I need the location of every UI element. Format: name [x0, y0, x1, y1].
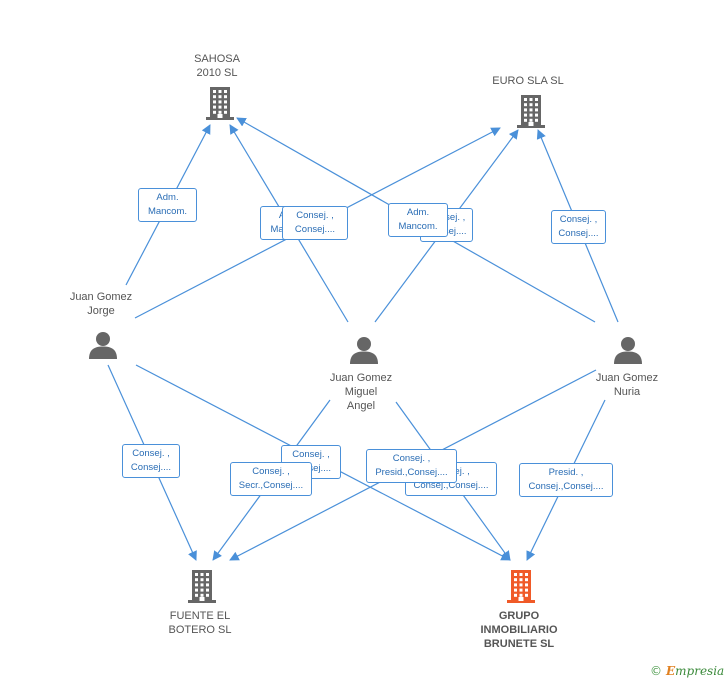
- edge-label-miguel-to-sahosa[interactable]: Consej. , Consej....: [282, 206, 348, 240]
- edge-label-line: Adm.: [156, 192, 179, 203]
- edge-label-line: Consej. ,: [392, 453, 431, 464]
- edge-label-line: Consej....: [294, 224, 336, 235]
- edge-label-line: Mancom.: [147, 206, 188, 217]
- person-icon[interactable]: [613, 336, 643, 364]
- node-label-line: Juan Gomez: [595, 372, 659, 384]
- node-label-line: INMOBILIARIO: [480, 624, 558, 636]
- edge-label-line: Consej. ,: [296, 210, 334, 221]
- edge-label-line: Secr.,Consej....: [238, 480, 304, 491]
- edge-label-miguel-to-fuente[interactable]: Consej. , Secr.,Consej....: [230, 462, 312, 496]
- node-label-line: Juan Gomez: [329, 372, 393, 384]
- edge-label-jorge-to-sahosa[interactable]: Adm. Mancom.: [138, 188, 197, 222]
- node-label-line: BRUNETE SL: [483, 638, 555, 650]
- node-label-line: Angel: [346, 400, 376, 412]
- building-icon[interactable]: [187, 569, 217, 603]
- edge-label-line: Consej. ,: [132, 448, 170, 459]
- brand-rest: mpresia: [675, 664, 725, 678]
- node-label-sahosa[interactable]: SAHOSA 2010 SL: [194, 52, 240, 80]
- brand-initial: E: [666, 664, 676, 678]
- edge-label-line: Consej. ,: [559, 214, 598, 225]
- person-icon[interactable]: [349, 336, 379, 364]
- edge-label-jorge-to-fuente[interactable]: Consej. , Consej....: [122, 444, 180, 478]
- node-label-fuente[interactable]: FUENTE EL BOTERO SL: [169, 609, 232, 637]
- node-label-line: Nuria: [613, 386, 641, 398]
- node-label-line: FUENTE EL: [169, 610, 231, 622]
- node-label-line: 2010 SL: [196, 67, 238, 79]
- node-label-line: GRUPO: [498, 610, 540, 622]
- edge-label-line: Consej. ,: [292, 449, 330, 460]
- edge-label-line: Consej.,Consej....: [528, 481, 604, 492]
- node-label-line: Jorge: [87, 305, 115, 317]
- edge-label-line: Consej. ,: [252, 466, 290, 477]
- node-label-line: SAHOSA: [194, 53, 240, 65]
- building-icon[interactable]: [205, 86, 235, 120]
- building-icon[interactable]: [506, 569, 536, 603]
- person-icon[interactable]: [88, 331, 118, 359]
- node-label-eurosla[interactable]: EURO SLA SL: [492, 74, 564, 88]
- node-label-line: EURO SLA SL: [492, 75, 564, 87]
- edge-label-line: Consej....: [130, 462, 172, 473]
- node-label-grupo[interactable]: GRUPO INMOBILIARIO BRUNETE SL: [481, 609, 558, 651]
- copyright-symbol: ©: [650, 664, 662, 678]
- edge-label-line: Presid.,Consej....: [375, 467, 448, 478]
- edge-label-line: Presid. ,: [548, 467, 584, 478]
- node-label-line: Miguel: [344, 386, 378, 398]
- edge-label-nuria-to-grupo[interactable]: Presid. , Consej.,Consej....: [519, 463, 613, 497]
- edge-label-line: Adm.: [406, 207, 430, 218]
- edge-label-nuria-to-sahosa[interactable]: Adm. Mancom.: [388, 203, 448, 237]
- edge-label-line: Consej.,Consej....: [413, 480, 489, 491]
- building-icon[interactable]: [516, 94, 546, 128]
- empresia-logo: © Empresia: [650, 664, 724, 678]
- edge-label-nuria-to-eurosla[interactable]: Consej. , Consej....: [551, 210, 606, 244]
- node-label-line: Juan Gomez: [69, 291, 133, 303]
- edge-label-line: Mancom.: [398, 221, 438, 232]
- edge-label-nuria-to-fuente[interactable]: Consej. , Presid.,Consej....: [366, 449, 457, 483]
- node-label-line: BOTERO SL: [168, 624, 232, 636]
- edge-label-line: Consej....: [558, 228, 599, 239]
